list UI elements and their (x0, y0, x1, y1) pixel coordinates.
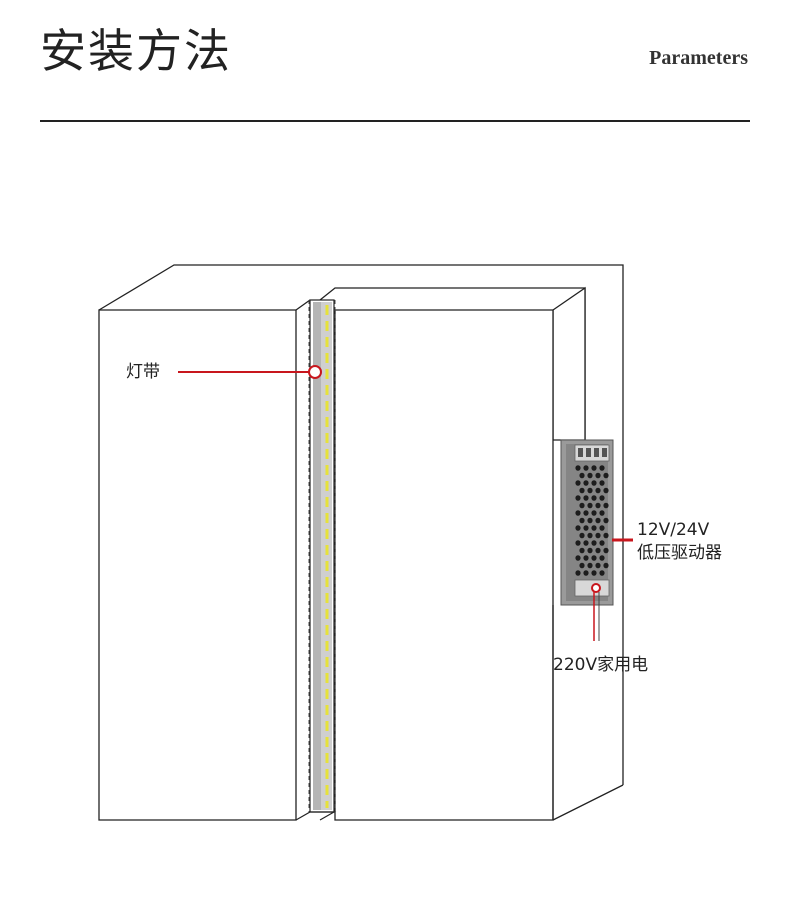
driver-voltage-label: 12V/24V (637, 520, 710, 540)
vent-hole (575, 525, 581, 531)
vent-hole (587, 532, 593, 539)
driver-unit (560, 439, 614, 606)
right-door (334, 309, 554, 821)
right-door-side (552, 286, 586, 441)
vent-hole (579, 502, 585, 509)
vent-hole (579, 517, 585, 524)
vent-hole (595, 547, 601, 554)
right-door-top (319, 287, 585, 301)
vent-hole (587, 472, 593, 479)
vent-hole (575, 465, 581, 471)
vent-hole (575, 540, 581, 546)
vent-hole (603, 547, 609, 554)
led-strip (295, 299, 337, 821)
vent-hole (583, 555, 589, 561)
left-door-edge (295, 299, 311, 311)
vent-hole (579, 472, 585, 479)
vent-hole (587, 562, 593, 569)
vent-hole (599, 570, 605, 576)
vent-hole (591, 510, 597, 516)
vent-hole (599, 510, 605, 516)
vent-hole (583, 570, 589, 576)
vent-hole (595, 487, 601, 494)
left-door (98, 309, 297, 821)
vent-hole (603, 472, 609, 479)
vent-hole (587, 502, 593, 509)
vent-hole (583, 525, 589, 531)
vent-hole (591, 495, 597, 501)
vent-hole (583, 540, 589, 546)
led-strip-label: 灯带 (126, 362, 160, 382)
mains-marker (591, 583, 601, 593)
vent-hole (575, 570, 581, 576)
vent-hole (575, 555, 581, 561)
led-strip-marker (308, 365, 322, 379)
vent-hole (591, 555, 597, 561)
vent-hole (603, 532, 609, 539)
vent-hole (591, 525, 597, 531)
header-divider (40, 120, 750, 122)
vent-hole (587, 547, 593, 554)
vent-hole (583, 480, 589, 486)
vent-hole (595, 562, 601, 569)
vent-hole (599, 465, 605, 471)
vent-hole (599, 480, 605, 486)
vent-hole (595, 502, 601, 509)
vent-hole (583, 510, 589, 516)
vent-hole (591, 570, 597, 576)
vent-hole (603, 562, 609, 569)
vent-hole (599, 495, 605, 501)
vent-hole (591, 465, 597, 471)
vent-hole (579, 562, 585, 569)
vent-hole (595, 532, 601, 539)
vent-hole (579, 532, 585, 539)
vent-hole (599, 555, 605, 561)
vent-hole (603, 502, 609, 509)
driver-name-label: 低压驱动器 (637, 543, 722, 563)
vent-hole (591, 480, 597, 486)
vent-hole (595, 472, 601, 479)
vent-hole (575, 510, 581, 516)
vent-hole (579, 547, 585, 554)
vent-hole (583, 495, 589, 501)
vent-hole (603, 487, 609, 494)
page-title: 安装方法 (40, 24, 232, 78)
vent-hole (575, 495, 581, 501)
vent-hole (583, 465, 589, 471)
mains-label: 220V家用电 (553, 655, 649, 675)
vent-hole (595, 517, 601, 524)
vent-hole (575, 480, 581, 486)
vent-hole (579, 487, 585, 494)
vent-hole (599, 540, 605, 546)
vent-hole (587, 487, 593, 494)
vent-hole (587, 517, 593, 524)
vent-hole (599, 525, 605, 531)
page-subtitle: Parameters (649, 47, 748, 69)
vent-hole (591, 540, 597, 546)
vent-hole (603, 517, 609, 524)
